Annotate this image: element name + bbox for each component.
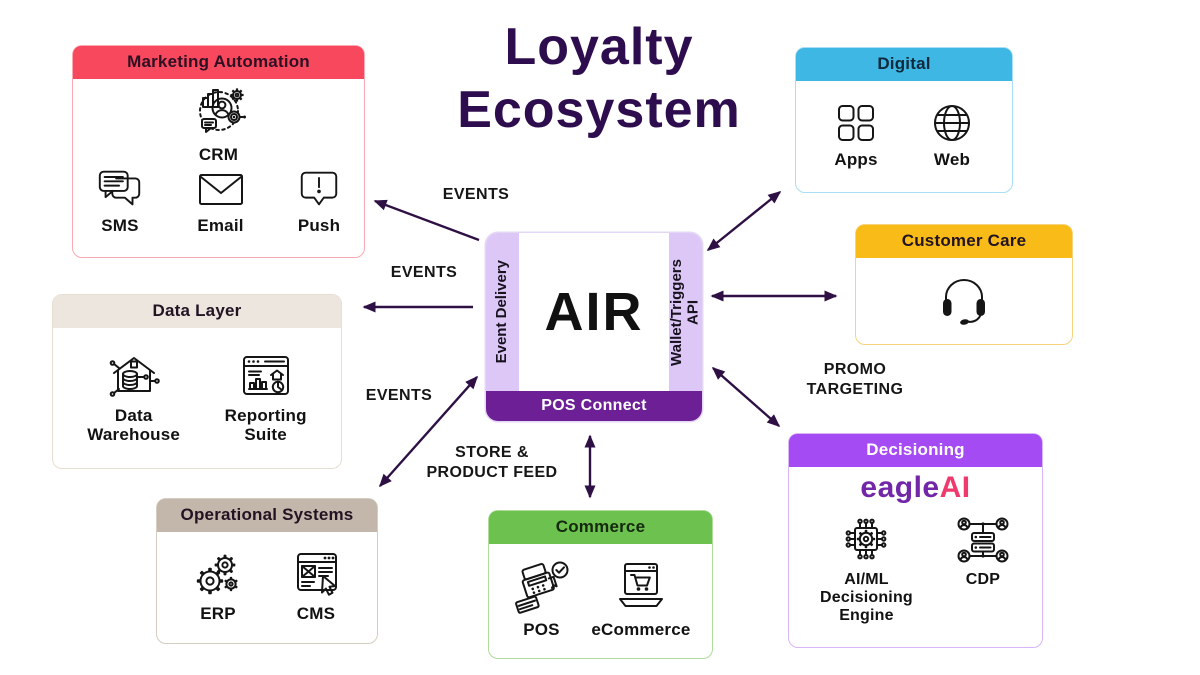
data-warehouse-item: Data Warehouse: [87, 348, 180, 444]
label-promo-targeting: PROMO TARGETING: [806, 361, 904, 398]
decisioning-header: Decisioning: [789, 434, 1042, 467]
pos-item: POS: [510, 558, 572, 639]
crm-icon: [189, 83, 249, 141]
erp-item: ERP: [192, 548, 244, 623]
sms-item: SMS: [95, 166, 145, 235]
digital-header: Digital: [796, 48, 1012, 81]
erp-gears-icon: [192, 548, 244, 600]
data-warehouse-icon: [106, 348, 162, 402]
reporting-suite-icon: [238, 348, 294, 402]
box-customer-care: Customer Care: [855, 224, 1073, 345]
air-hub: Event Delivery AIR Wallet/Triggers API P…: [486, 233, 702, 421]
reporting-suite-item: Reporting Suite: [225, 348, 307, 444]
cms-label: CMS: [296, 603, 336, 623]
email-icon: [196, 166, 246, 212]
email-item: Email: [196, 166, 246, 235]
reporting-suite-label: Reporting Suite: [224, 405, 307, 444]
headset-icon: [935, 271, 993, 327]
commerce-header: Commerce: [489, 511, 712, 544]
erp-label: ERP: [200, 603, 236, 623]
customer-care-header: Customer Care: [856, 225, 1072, 258]
web-item: Web: [929, 100, 975, 169]
apps-grid-icon: [833, 100, 879, 146]
aiml-chip-icon: [838, 511, 894, 567]
box-decisioning: Decisioning eagleAI: [788, 433, 1043, 648]
box-operational-systems: Operational Systems: [156, 498, 378, 644]
label-events-data: EVENTS: [390, 264, 458, 281]
data-warehouse-label: Data Warehouse: [87, 405, 181, 444]
box-marketing-automation: Marketing Automation: [72, 45, 365, 258]
ecommerce-laptop-icon: [610, 558, 672, 616]
box-digital: Digital Apps: [795, 47, 1013, 193]
cdp-icon: [955, 511, 1011, 567]
cdp-item: CDP: [955, 511, 1011, 589]
label-events-marketing: EVENTS: [442, 186, 510, 203]
pos-label: POS: [523, 620, 560, 640]
email-label: Email: [197, 216, 244, 236]
push-item: Push: [296, 166, 342, 235]
eagleai-logo-ai: AI: [939, 471, 971, 504]
air-wallet-triggers-label: Wallet/Triggers API: [668, 258, 702, 366]
push-icon: [296, 166, 342, 212]
apps-label: Apps: [834, 149, 878, 169]
data-layer-header: Data Layer: [53, 295, 341, 328]
page-title-line1: Loyalty: [504, 18, 694, 76]
page-title-line2: Ecosystem: [457, 81, 741, 140]
web-globe-icon: [929, 100, 975, 146]
air-wallet-triggers-panel: Wallet/Triggers API: [668, 233, 702, 391]
apps-item: Apps: [833, 100, 879, 169]
cms-item: CMS: [290, 548, 342, 623]
ecommerce-item: eCommerce: [591, 558, 690, 639]
air-event-delivery-label: Event Delivery: [493, 260, 511, 364]
aiml-engine-label: AI/ML Decisioning Engine: [820, 571, 913, 624]
page-title: Loyalty Ecosystem: [374, 16, 824, 143]
cdp-label: CDP: [965, 571, 1001, 588]
push-label: Push: [297, 216, 341, 236]
ecommerce-label: eCommerce: [591, 620, 691, 640]
operational-systems-header: Operational Systems: [157, 499, 377, 532]
eagleai-logo-eagle: eagle: [860, 471, 940, 504]
label-store-product-feed: STORE & PRODUCT FEED: [426, 444, 558, 481]
marketing-automation-header: Marketing Automation: [73, 46, 364, 79]
cms-browser-icon: [290, 548, 342, 600]
pos-terminal-icon: [510, 558, 572, 616]
crm-item: CRM: [189, 83, 249, 164]
arrow-air-decisioning: [711, 367, 781, 427]
arrow-air-to-marketing: [373, 199, 480, 242]
web-label: Web: [933, 149, 971, 169]
box-data-layer: Data Layer: [52, 294, 342, 469]
sms-icon: [95, 166, 145, 212]
aiml-engine-item: AI/ML Decisioning Engine: [820, 511, 913, 625]
crm-label: CRM: [198, 145, 239, 164]
label-events-operational: EVENTS: [365, 387, 433, 404]
headset-item: [935, 271, 993, 327]
air-event-delivery-panel: Event Delivery: [486, 233, 519, 391]
sms-label: SMS: [101, 216, 139, 236]
air-pos-connect-bar: POS Connect: [486, 391, 702, 421]
air-title: AIR: [544, 282, 644, 342]
arrow-air-digital: [706, 191, 782, 251]
box-commerce: Commerce: [488, 510, 713, 659]
eagleai-logo: eagleAI: [860, 471, 970, 505]
